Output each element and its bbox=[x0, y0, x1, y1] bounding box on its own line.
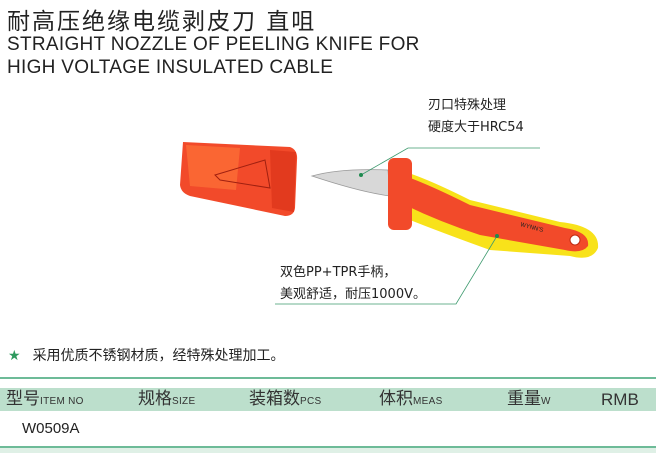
knife-cap bbox=[180, 142, 298, 216]
callout-lines bbox=[275, 147, 540, 305]
knife-blade bbox=[310, 169, 391, 197]
header-meas: 体积MEAS bbox=[379, 389, 443, 409]
callout-blade: 刃口特殊处理 硬度大于HRC54 bbox=[428, 95, 524, 139]
knife-handle: WYNN'S bbox=[388, 158, 599, 258]
star-icon: ★ bbox=[8, 348, 21, 364]
spec-table-header: 型号ITEM NO 规格SIZE 装箱数PCS 体积MEAS 重量W RMB bbox=[0, 388, 656, 411]
header-weight: 重量W bbox=[507, 389, 551, 409]
header-size: 规格SIZE bbox=[138, 389, 196, 409]
table-row: W0509A bbox=[22, 420, 80, 437]
callout-handle-line2: 美观舒适，耐压1000V。 bbox=[280, 287, 426, 302]
table-top-rule bbox=[0, 377, 656, 379]
table-bottom-rule bbox=[0, 446, 656, 453]
header-rmb: RMB bbox=[601, 390, 639, 409]
callout-blade-line1: 刃口特殊处理 bbox=[428, 98, 507, 113]
feature-note: ★ 采用优质不锈钢材质，经特殊处理加工。 bbox=[8, 345, 285, 365]
callout-blade-line2: 硬度大于HRC54 bbox=[428, 120, 524, 135]
product-title-cn: 耐高压绝缘电缆剥皮刀 直咀 bbox=[7, 9, 317, 35]
feature-text: 采用优质不锈钢材质，经特殊处理加工。 bbox=[32, 348, 285, 364]
cell-item-no: W0509A bbox=[22, 420, 80, 437]
product-title-en-line1: STRAIGHT NOZZLE OF PEELING KNIFE FOR bbox=[7, 34, 420, 55]
product-title-en-line2: HIGH VOLTAGE INSULATED CABLE bbox=[7, 57, 334, 78]
header-pcs: 装箱数PCS bbox=[249, 389, 322, 409]
callout-handle: 双色PP+TPR手柄， 美观舒适，耐压1000V。 bbox=[280, 262, 426, 306]
svg-text:WYNN'S: WYNN'S bbox=[519, 222, 543, 234]
product-image-knife: WYNN'S bbox=[180, 142, 599, 305]
callout-handle-line1: 双色PP+TPR手柄， bbox=[280, 265, 397, 280]
header-item-no: 型号ITEM NO bbox=[6, 389, 84, 409]
